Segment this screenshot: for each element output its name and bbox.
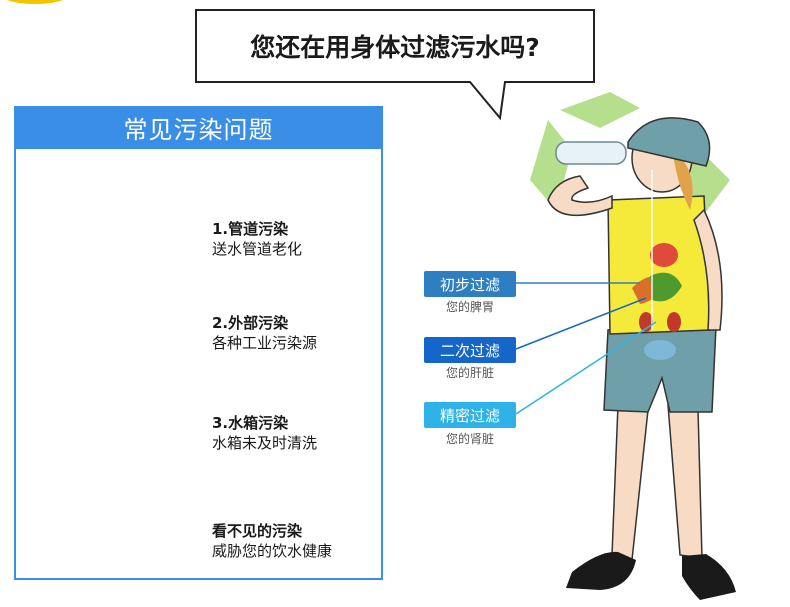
filter-label-1: 初步过滤: [424, 271, 516, 297]
step-title-1: 1.管道污染: [212, 220, 289, 238]
step-desc-3: 水箱未及时清洗: [212, 434, 318, 452]
filter-connector-lines: [515, 282, 657, 415]
step-desc-2: 各种工业污染源: [212, 334, 318, 352]
headline: 您还在用身体过滤污水吗?: [250, 33, 540, 62]
filter-label-3: 精密过滤: [424, 402, 516, 428]
pollution-panel: [14, 106, 383, 580]
filter-organ-2: 您的肝脏: [445, 366, 494, 380]
filter-organ-1: 您的脾胃: [445, 300, 494, 314]
corner-decoration: [7, 0, 63, 4]
step-title-4: 看不见的污染: [212, 522, 303, 540]
filter-organ-3: 您的肾脏: [445, 432, 494, 446]
step-desc-4: 威胁您的饮水健康: [212, 542, 333, 560]
speech-bubble: [195, 9, 595, 121]
step-title-3: 3.水箱污染: [212, 414, 289, 432]
step-desc-1: 送水管道老化: [212, 240, 303, 258]
person-figure: [547, 117, 736, 600]
step-title-2: 2.外部污染: [212, 314, 289, 332]
filter-label-2: 二次过滤: [424, 337, 516, 363]
panel-title: 常见污染问题: [14, 106, 383, 149]
